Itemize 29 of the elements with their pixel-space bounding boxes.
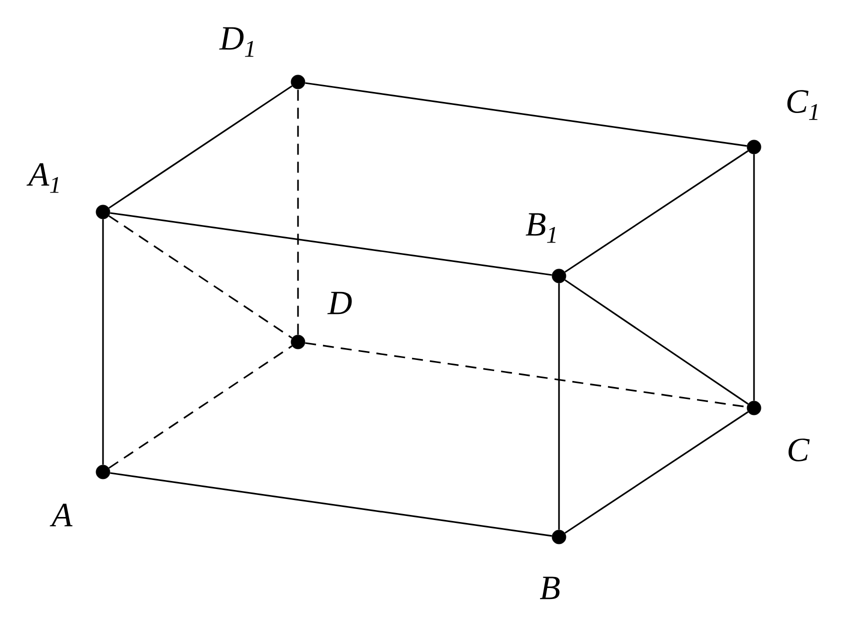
edge-line [108, 85, 292, 209]
edge-line [102, 219, 104, 465]
point-dot [746, 140, 762, 154]
point-label: C$_{1}$ [787, 90, 818, 120]
edge-line [110, 212, 552, 276]
point-dot [290, 334, 306, 350]
point-label: A [50, 504, 72, 526]
point-dot [552, 530, 566, 544]
edge-line [110, 472, 552, 537]
edge-line [564, 279, 748, 405]
dashed-edge [108, 345, 292, 469]
point-label: C [788, 438, 810, 462]
point-label: B$_{1}$ [526, 213, 556, 243]
dashed-edge [108, 215, 292, 339]
edge-line [564, 150, 748, 273]
point-dot [96, 204, 110, 220]
point-dot [552, 268, 566, 284]
dashed-edge [297, 89, 299, 335]
point-label: D [327, 292, 352, 314]
point-label: A$_{1}$ [26, 163, 59, 193]
edge-line [558, 283, 560, 530]
point-dot [290, 74, 306, 90]
edge-line [564, 411, 748, 534]
point-dot [96, 464, 110, 480]
edge-line [753, 154, 755, 401]
point-label: D$_{1}$ [219, 27, 254, 57]
edge-line [305, 82, 747, 147]
point-label: B [540, 576, 560, 600]
point-dot [746, 400, 762, 416]
